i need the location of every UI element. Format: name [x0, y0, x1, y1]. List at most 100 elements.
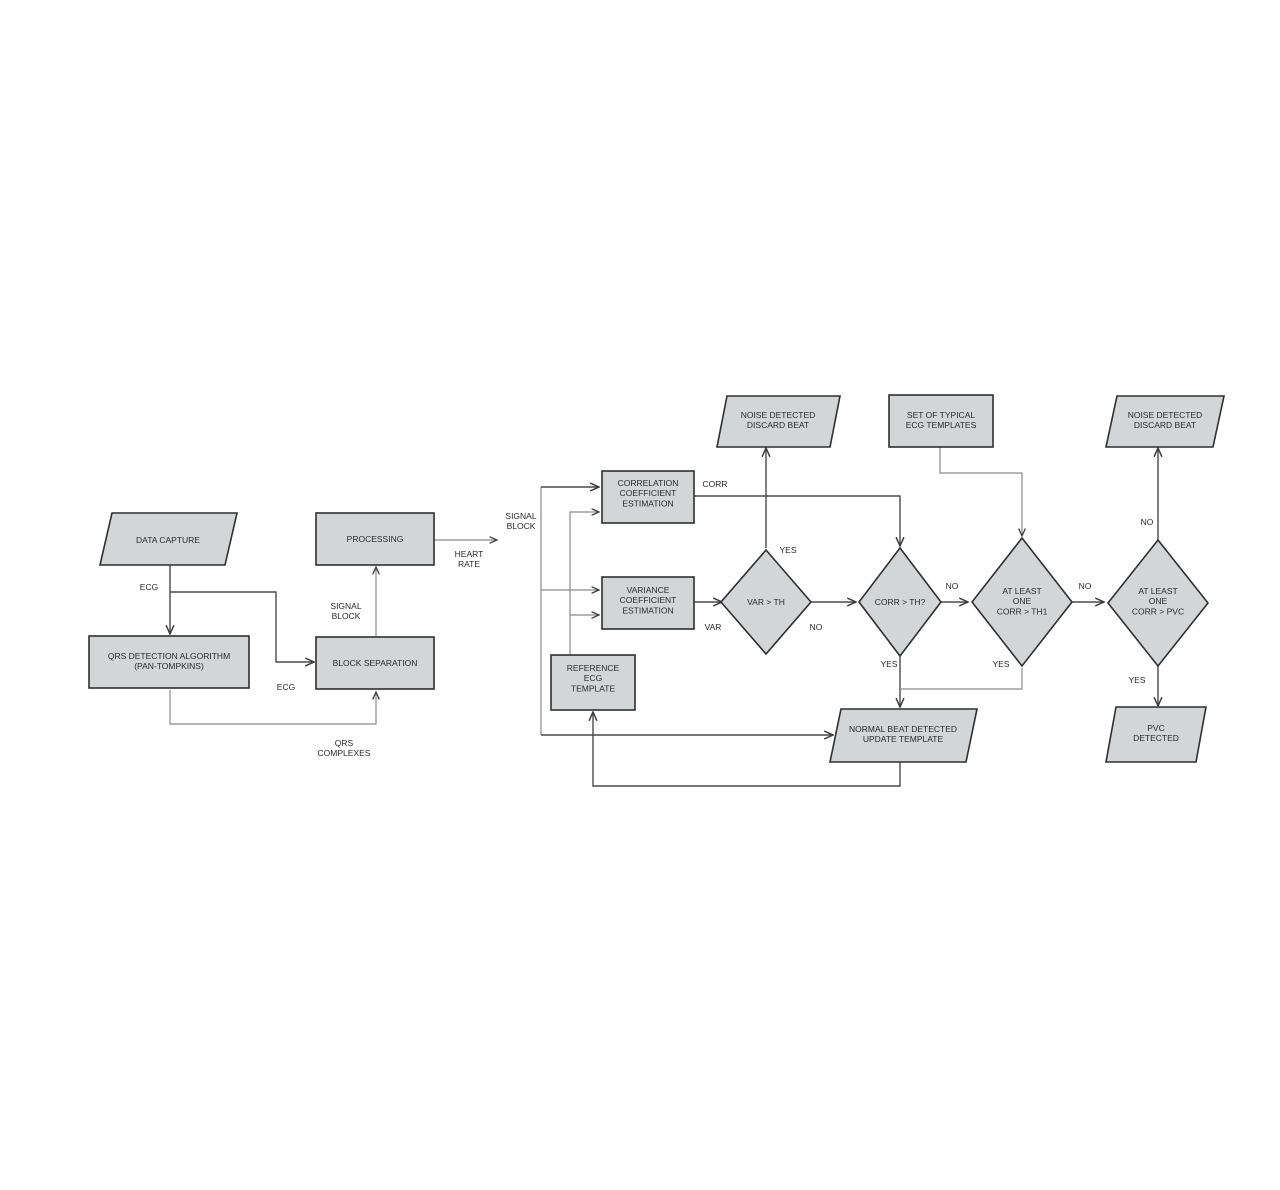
reference-template-node	[550, 654, 636, 711]
label-line: CORR > PVC	[1132, 606, 1184, 616]
label-line: ECG TEMPLATES	[906, 420, 977, 430]
label-line: YES	[880, 659, 897, 669]
edge-label-corr: CORR	[702, 479, 727, 489]
label-line: RATE	[458, 559, 480, 569]
qrs-detection-label: QRS DETECTION ALGORITHM(PAN-TOMPKINS)	[108, 651, 230, 671]
label-line: SIGNAL	[505, 511, 536, 521]
label-line: HEART	[455, 549, 484, 559]
label-line: SIGNAL	[330, 601, 361, 611]
block-separation-node	[315, 636, 435, 690]
label-line: AT LEAST	[1138, 586, 1177, 596]
label-line: BLOCK SEPARATION	[333, 658, 418, 668]
label-line: ONE	[1013, 596, 1032, 606]
edge-label-yes-corr: YES	[880, 659, 897, 669]
label-line: AT LEAST	[1002, 586, 1041, 596]
label-line: CORRELATION	[618, 478, 679, 488]
label-line: VAR > TH	[747, 597, 785, 607]
label-line: YES	[992, 659, 1009, 669]
edge-label-no-atleast: NO	[1079, 581, 1092, 591]
noise-detected-1-node	[716, 395, 841, 448]
edge-label-yes-atleast: YES	[992, 659, 1009, 669]
connector	[694, 495, 900, 546]
typical-templates-node	[888, 394, 994, 448]
label-line: TEMPLATE	[571, 683, 616, 693]
processing-label: PROCESSING	[347, 534, 404, 544]
correlation-node	[601, 470, 695, 524]
label-line: VAR	[705, 622, 722, 632]
label-line: QRS DETECTION ALGORITHM	[108, 651, 230, 661]
connector	[569, 512, 599, 655]
data-capture-node	[98, 512, 239, 566]
label-line: ECG	[140, 582, 158, 592]
normal-beat-node	[829, 708, 978, 763]
edge-label-yes-var: YES	[779, 545, 796, 555]
label-line: DISCARD BEAT	[1134, 420, 1196, 430]
label-line: ECG	[584, 673, 602, 683]
label-line: ESTIMATION	[622, 605, 673, 615]
connector	[900, 668, 1023, 690]
atleast-pvc-decision	[1106, 538, 1210, 668]
connector	[170, 591, 314, 662]
connector	[593, 712, 901, 787]
pvc-detected-node	[1105, 706, 1207, 763]
label-line: NOISE DETECTED	[741, 410, 816, 420]
label-line: PVC	[1147, 723, 1164, 733]
label-line: ONE	[1149, 596, 1168, 606]
edge-label-ecg-bottom: ECG	[277, 682, 295, 692]
label-line: COMPLEXES	[318, 748, 371, 758]
edge-label-yes-pvc: YES	[1128, 675, 1145, 685]
label-line: NOISE DETECTED	[1128, 410, 1203, 420]
label-line: VARIANCE	[627, 585, 670, 595]
edge-label-no-var: NO	[810, 622, 823, 632]
block-separation-label: BLOCK SEPARATION	[333, 658, 418, 668]
var-th-label: VAR > TH	[747, 597, 785, 607]
label-line: ESTIMATION	[622, 498, 673, 508]
label-line: DETECTED	[1133, 733, 1179, 743]
label-line: CORR > TH1	[997, 606, 1048, 616]
atleast-one-decision	[970, 536, 1074, 668]
variance-node	[601, 576, 695, 630]
label-line: NO	[946, 581, 959, 591]
edge-label-ecg-top: ECG	[140, 582, 158, 592]
label-line: NO	[810, 622, 823, 632]
label-line: QRS	[335, 738, 354, 748]
var-th-decision	[719, 548, 813, 656]
label-line: (PAN-TOMPKINS)	[134, 661, 204, 671]
qrs-detection-node	[88, 635, 250, 689]
label-line: COEFFICIENT	[620, 488, 677, 498]
label-line: ECG	[277, 682, 295, 692]
label-line: COEFFICIENT	[620, 595, 677, 605]
label-line: REFERENCE	[567, 663, 620, 673]
corr-th-decision	[857, 546, 943, 658]
connector	[169, 690, 376, 725]
label-line: CORR	[702, 479, 727, 489]
label-line: YES	[779, 545, 796, 555]
noise-detected-2-node	[1105, 395, 1225, 448]
data-capture-label: DATA CAPTURE	[136, 535, 200, 545]
processing-node	[315, 512, 435, 566]
corr-th-label: CORR > TH?	[875, 597, 926, 607]
label-line: NORMAL BEAT DETECTED	[849, 724, 957, 734]
label-line: UPDATE TEMPLATE	[863, 734, 944, 744]
label-line: BLOCK	[507, 521, 536, 531]
label-line: CORR > TH?	[875, 597, 926, 607]
edge-label-no-corr: NO	[946, 581, 959, 591]
label-line: NO	[1079, 581, 1092, 591]
label-line: DISCARD BEAT	[747, 420, 809, 430]
label-line: PROCESSING	[347, 534, 404, 544]
connectors	[169, 447, 1158, 787]
